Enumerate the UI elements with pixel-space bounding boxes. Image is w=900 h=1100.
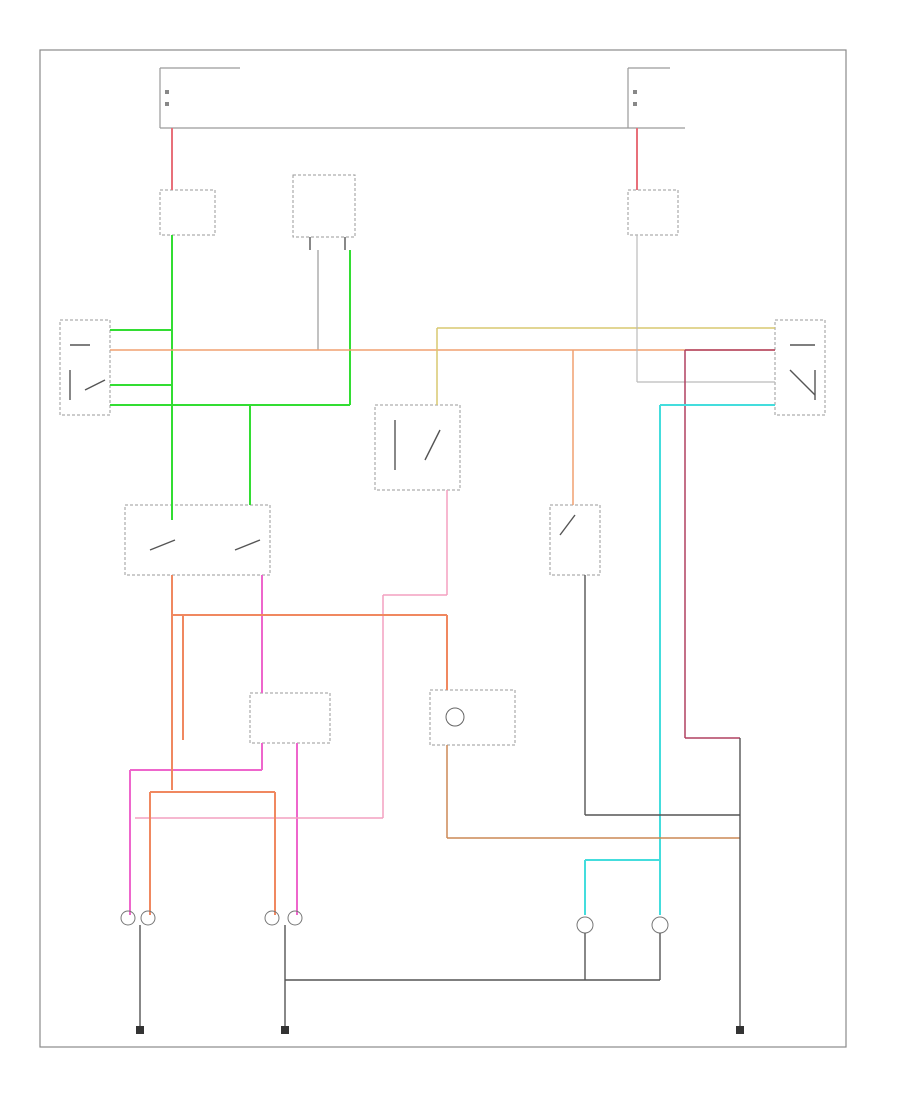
diagram-frame [39,49,847,1048]
wire-lamp-ground [139,925,661,1030]
ground-center [281,1026,289,1034]
headlamp-switch-right [549,504,601,576]
wire-pink [129,575,298,915]
right-fog-lamp [651,916,669,934]
switch-top-center [292,174,356,250]
fuse-block-left [159,67,685,129]
headlamp-switch-center [124,504,271,576]
ground-right [736,1026,744,1034]
fuse-block-right [627,67,670,128]
fuse-block-lower [249,692,331,744]
right-headlamp [120,910,156,926]
wire-orange-top [110,349,775,505]
relay-right [774,319,826,416]
wire-gray-ground [584,575,741,1030]
left-headlamp [264,910,303,926]
wire-light-pink [135,490,448,819]
relay-left [59,319,111,416]
wire-brown [446,745,740,839]
wire-tan [436,327,775,405]
fog-switch [374,404,461,491]
wire-orange-lower [149,575,448,915]
relay-top-left [159,189,216,236]
ground-left [136,1026,144,1034]
wire-maroon [684,349,775,739]
wire-green [110,235,351,520]
relay-top-right [627,189,679,236]
wire-cyan [584,404,775,915]
left-fog-lamp [576,916,594,934]
module-lower [429,689,516,746]
